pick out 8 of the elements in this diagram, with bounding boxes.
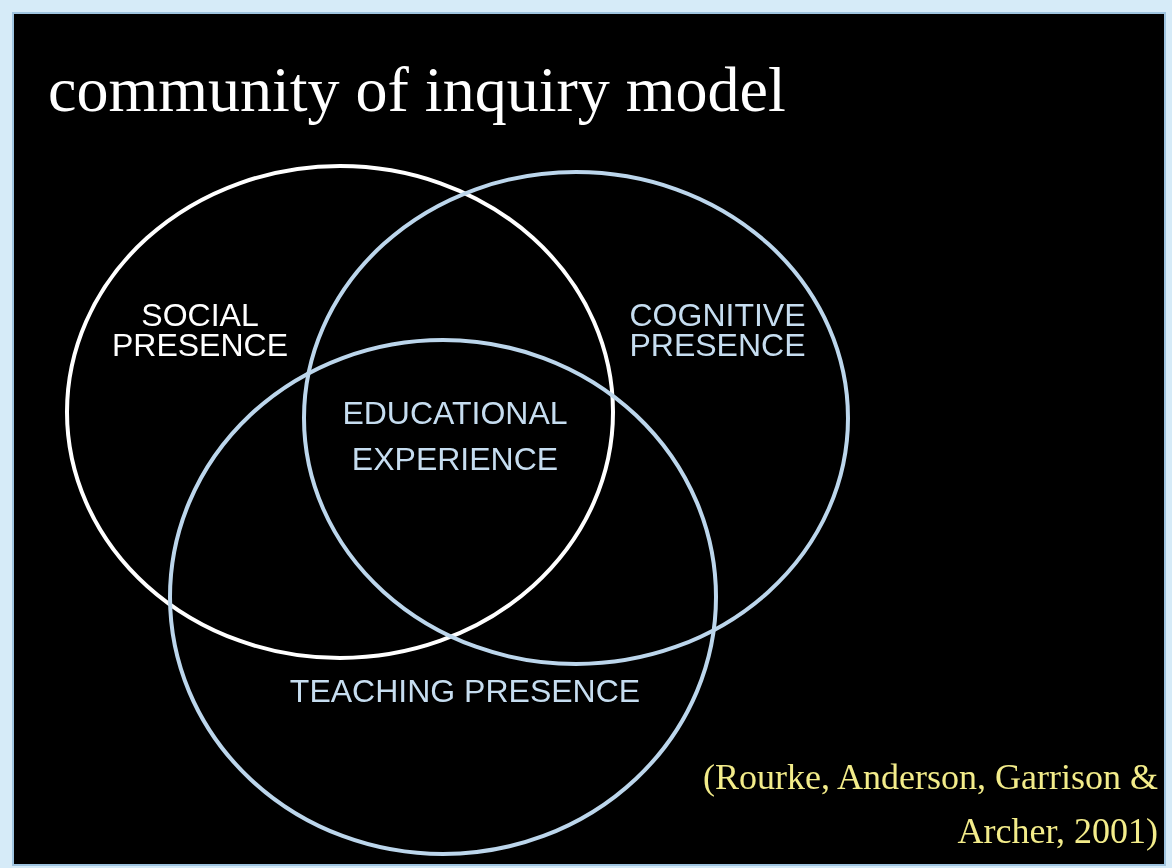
circle-label: TEACHING PRESENCE [288, 676, 642, 706]
title: community of inquiry model [48, 53, 786, 127]
region-label: EDUCATIONAL EXPERIENCE [341, 394, 569, 479]
venn-circle [302, 170, 850, 666]
circle-label: SOCIAL PRESENCE [110, 300, 289, 360]
circle-label: COGNITIVE PRESENCE [628, 300, 807, 360]
venn-circle [65, 164, 615, 660]
citation: (Rourke, Anderson, Garrison & Archer, 2001) [702, 756, 1158, 853]
